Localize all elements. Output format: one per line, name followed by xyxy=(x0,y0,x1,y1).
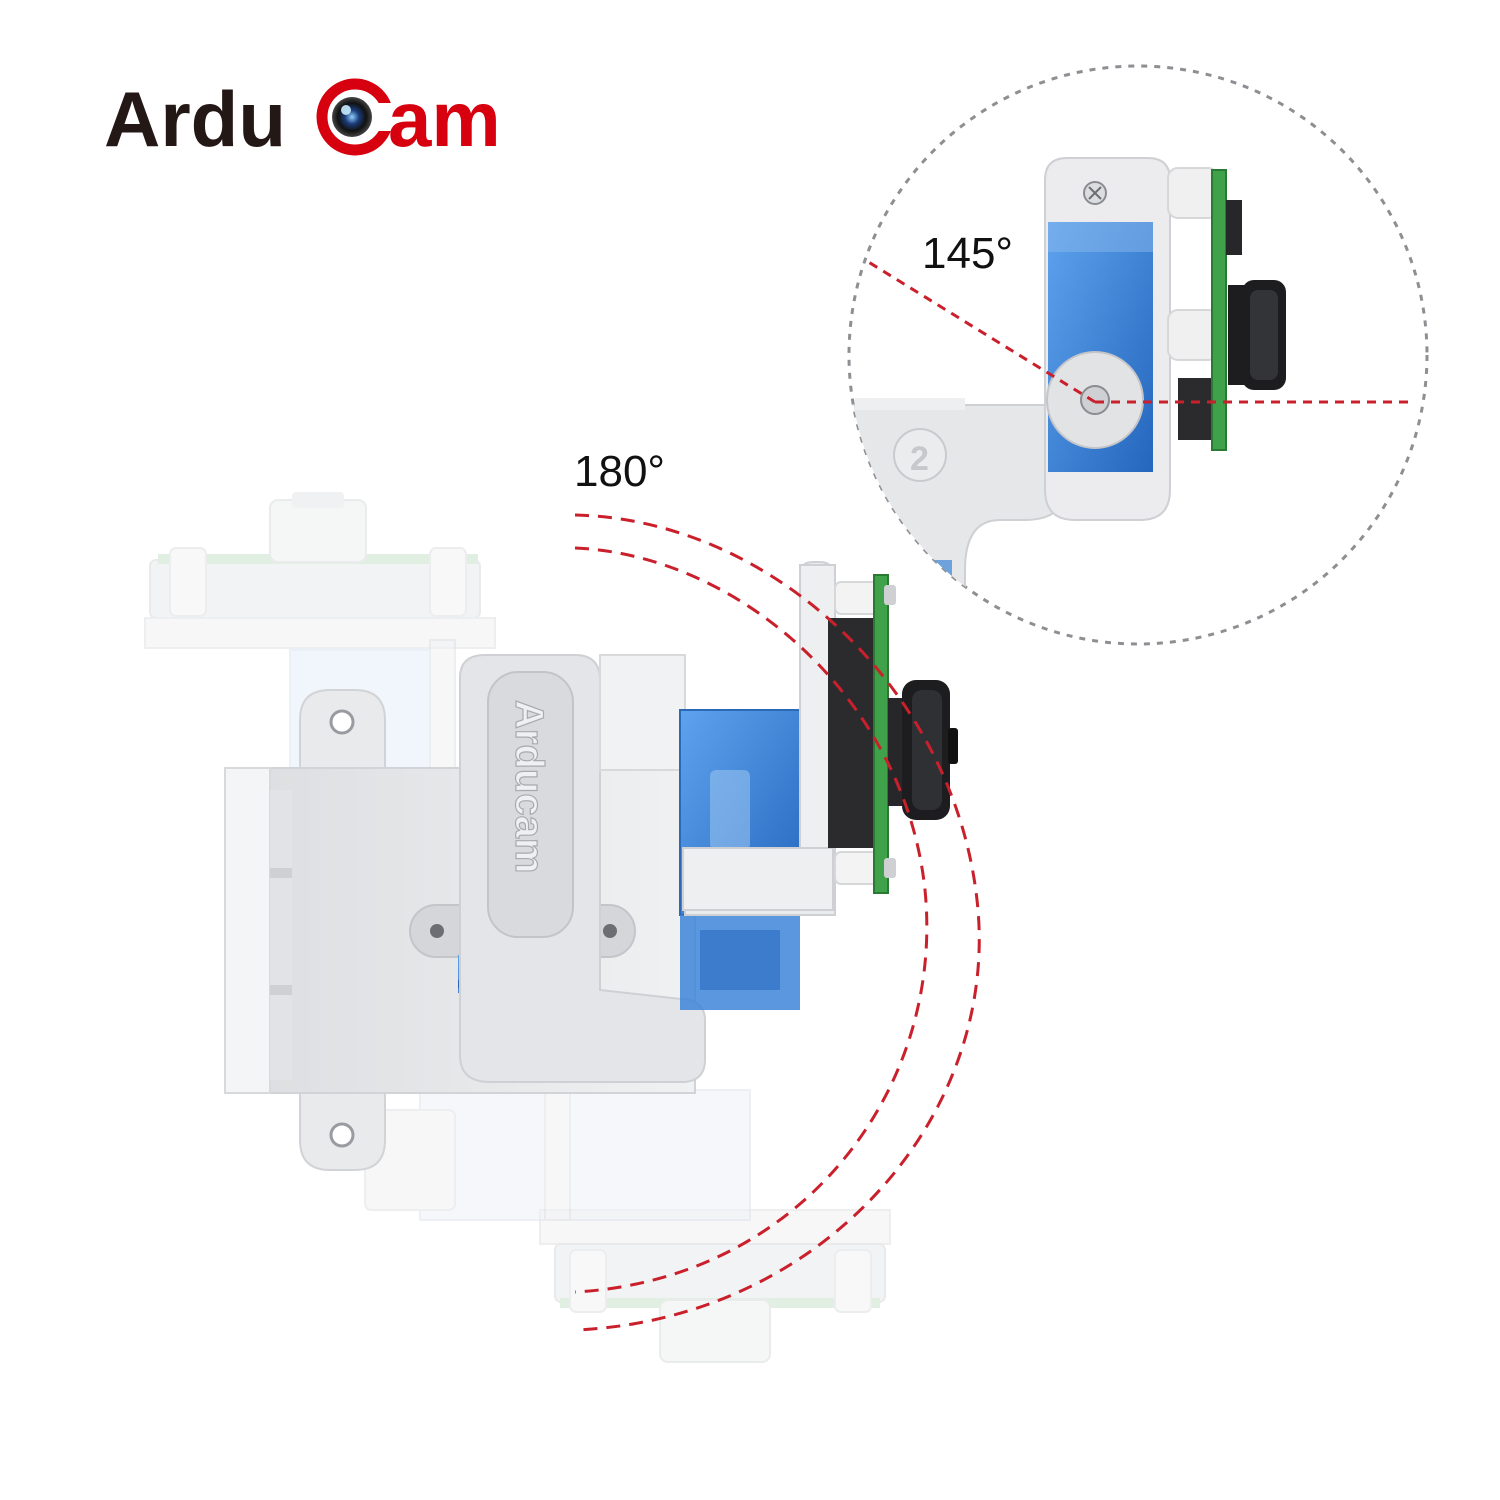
arducam-logo: Ardu am xyxy=(104,75,501,163)
logo-text-left: Ardu xyxy=(104,75,286,163)
logo-lens-icon xyxy=(316,78,396,156)
tilt-range-label: 180° xyxy=(574,447,665,496)
detail-range-label: 145° xyxy=(922,229,1013,278)
ghost-camera-up xyxy=(144,492,496,649)
part-number: 2 xyxy=(910,440,929,478)
tilt-range-arcs xyxy=(574,513,981,1332)
ghost-camera-down xyxy=(539,1209,891,1363)
tilt-bracket: Arducam xyxy=(459,654,706,1083)
camera-module xyxy=(682,561,958,916)
detail-callout: 2 145° xyxy=(847,64,1429,646)
logo-text-right: am xyxy=(388,75,501,163)
bracket-engraving: Arducam xyxy=(507,700,551,873)
